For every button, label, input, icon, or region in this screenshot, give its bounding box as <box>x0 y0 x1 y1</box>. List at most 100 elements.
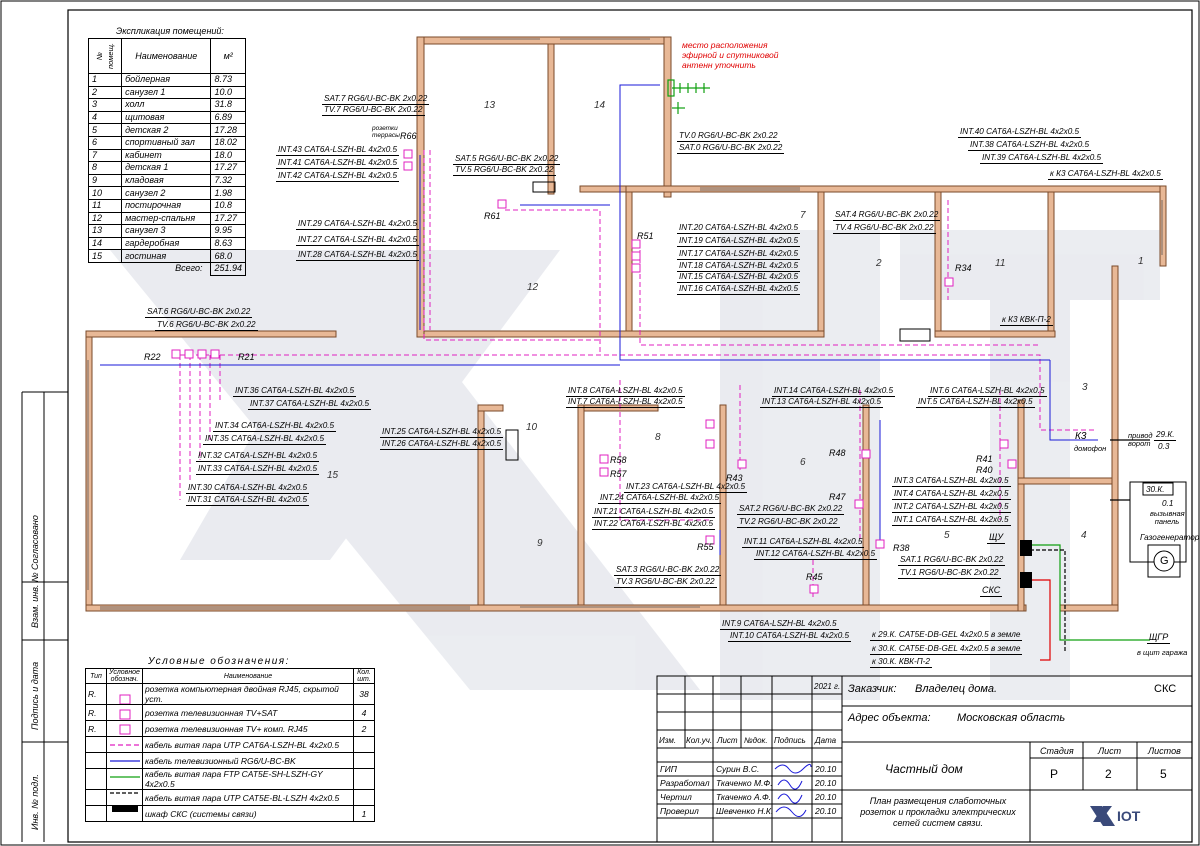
explication-cell-n: 6 <box>87 135 123 150</box>
signature-scribbles <box>774 763 812 817</box>
explication-cell-area: 8.63 <box>210 236 246 251</box>
socket-symbols <box>171 149 1017 594</box>
tv-cable-routes <box>100 84 1098 555</box>
socket-label: R21 <box>238 352 255 362</box>
k30-label: 30.К. <box>1146 485 1165 494</box>
cable-label-tv0: TV.0 RG6/U-BC-BK 2x0.22 <box>677 131 780 143</box>
legend-name: кабель телевизионный RG6/U-BC-BK <box>141 752 355 769</box>
cable-label-tv5: TV.5 RG6/U-BC-BK 2x0.22 <box>453 165 556 177</box>
socket-label: R45 <box>806 572 823 582</box>
tb-year: 2021 г. <box>814 682 841 691</box>
garage-label: в щит гаража <box>1137 648 1188 657</box>
cable-label-int39: INT.39 CAT6A-LSZH-BL 4x2x0.5 <box>980 153 1104 165</box>
socket-label: R40 <box>976 465 993 475</box>
legend-symbol-cell <box>106 704 143 721</box>
stamp-agreed: Согласовано <box>30 515 40 570</box>
cable-label-int19: INT.19 CAT6A-LSZH-BL 4x2x0.5 <box>677 236 801 248</box>
shgr-label: ЩГР <box>1147 632 1171 644</box>
shu-label: ЩУ <box>987 532 1006 544</box>
explication-cell-n: 15 <box>87 249 123 263</box>
socket-label: R38 <box>893 543 910 553</box>
legend-qty: 2 <box>353 720 375 737</box>
cable-label-int18: INT.18 CAT6A-LSZH-BL 4x2x0.5 <box>677 261 801 273</box>
cable-label-int4: INT.4 CAT6A-LSZH-BL 4x2x0.5 <box>892 489 1011 501</box>
legend-symbol-cell <box>106 805 143 822</box>
explication-cell-name: санузел 2 <box>121 186 212 200</box>
legend-type: R. <box>85 720 107 737</box>
tb-person-date: 20.10 <box>815 764 837 774</box>
fixtures <box>505 181 931 461</box>
legend-symbol-cell <box>106 720 143 737</box>
tb-object: Частный дом <box>885 762 963 776</box>
explication-cell-area: 6.89 <box>210 110 246 125</box>
legend-col-name: Наименование <box>141 668 355 684</box>
tb-person-role: ГИП <box>660 764 677 774</box>
explication-cell-name: бойлерная <box>121 73 212 87</box>
cable-label-int29: INT.29 CAT6A-LSZH-BL 4x2x0.5 <box>296 219 420 231</box>
cable-label-sat4: SAT.4 RG6/U-BC-BK 2x0.22 <box>833 210 941 222</box>
socket-label: R66 <box>400 131 417 141</box>
legend-title: Условные обозначения: <box>148 656 290 667</box>
legend-symbol-cell <box>106 789 143 806</box>
explication-cell-name: холл <box>121 98 212 112</box>
cable-label-int34: INT.34 CAT6A-LSZH-BL 4x2x0.5 <box>213 421 337 433</box>
cable-label-int41: INT.41 CAT6A-LSZH-BL 4x2x0.5 <box>276 158 400 170</box>
cable-label-int24: INT.24 CAT6A-LSZH-BL 4x2x0.5 <box>598 493 722 505</box>
company-logo-icon <box>1090 806 1115 826</box>
socket-label: R43 <box>726 473 743 483</box>
legend-name: розетка телевизионная TV+SAT <box>141 704 355 721</box>
legend-symbol-cell <box>106 683 143 705</box>
legend-type <box>85 768 107 790</box>
room-number: 6 <box>800 457 806 468</box>
explication-cell-n: 2 <box>87 85 123 100</box>
tb-person-role: Разработал <box>660 778 710 788</box>
explication-cell-n: 1 <box>87 73 123 87</box>
explication-cell-name: щитовая <box>121 110 212 125</box>
cable-label-int42: INT.42 CAT6A-LSZH-BL 4x2x0.5 <box>276 171 400 183</box>
legend-name: кабель витая пара FTP CAT5E-SH-LSZH-GY 4… <box>141 768 355 790</box>
cable-label-sat1: SAT.1 RG6/U-BC-BK 2x0.22 <box>898 555 1006 567</box>
tb-address-label: Адрес объекта: <box>848 712 931 724</box>
room-number: 4 <box>1081 530 1087 541</box>
k3-label: К3 <box>1075 431 1087 442</box>
tb-h-date: Дата <box>815 736 837 745</box>
legend-type <box>85 752 107 769</box>
legend-name: кабель витая пара UTP CAT6A-LSZH-BL 4x2x… <box>141 736 355 753</box>
socket-label: R55 <box>697 542 714 552</box>
cable-label-int12: INT.12 CAT6A-LSZH-BL 4x2x0.5 <box>754 549 878 561</box>
windows <box>87 38 1163 610</box>
socket-label: R34 <box>955 263 972 273</box>
explication-cell-name: гардеробная <box>121 236 212 251</box>
cable-label-k30a: к 30.К. CAT5E-DB-GEL 4x2x0.5 в земле <box>870 644 1023 656</box>
explication-cell-area: 7.32 <box>210 173 246 188</box>
cable-label-int20: INT.20 CAT6A-LSZH-BL 4x2x0.5 <box>677 223 801 235</box>
explication-cell-n: 4 <box>87 110 123 125</box>
explication-cell-name: мастер-спальня <box>121 211 212 226</box>
explication-cell-name: детская 1 <box>121 161 212 175</box>
cable-label-int43: INT.43 CAT6A-LSZH-BL 4x2x0.5 <box>276 145 400 157</box>
tb-person-name: Ткаченко М.Ф. <box>716 778 773 788</box>
legend-row: шкаф СКС (системы связи)1 <box>85 805 375 822</box>
tb-h-izm: Изм. <box>659 736 677 745</box>
cable-label-int13: INT.13 CAT6A-LSZH-BL 4x2x0.5 <box>760 397 884 409</box>
call-panel-label: вызывная панель <box>1150 509 1185 526</box>
antenna-note: место расположения эфирной и спутниковой… <box>682 40 779 70</box>
tb-sheets: 5 <box>1160 767 1167 781</box>
explication-cell-name: санузел 1 <box>121 85 212 100</box>
socket-label: R51 <box>637 231 654 241</box>
cable-label-sat6: SAT.6 RG6/U-BC-BK 2x0.22 <box>145 307 253 319</box>
tb-customer-label: Заказчик: <box>848 683 897 695</box>
tb-logo-text: IOT <box>1117 808 1141 824</box>
room-number: 12 <box>527 282 539 293</box>
explication-cell-area: 18.02 <box>210 135 246 150</box>
cable-label-int15: INT.15 CAT6A-LSZH-BL 4x2x0.5 <box>677 272 801 284</box>
explication-cell-n: 5 <box>87 123 123 137</box>
explication-cell-area: 68.0 <box>210 249 246 263</box>
tb-person-role: Чертил <box>660 792 692 802</box>
cable-label-int11: INT.11 CAT6A-LSZH-BL 4x2x0.5 <box>742 537 865 549</box>
k29-label: 29.К. <box>1154 430 1177 442</box>
room-number: 7 <box>800 210 806 221</box>
